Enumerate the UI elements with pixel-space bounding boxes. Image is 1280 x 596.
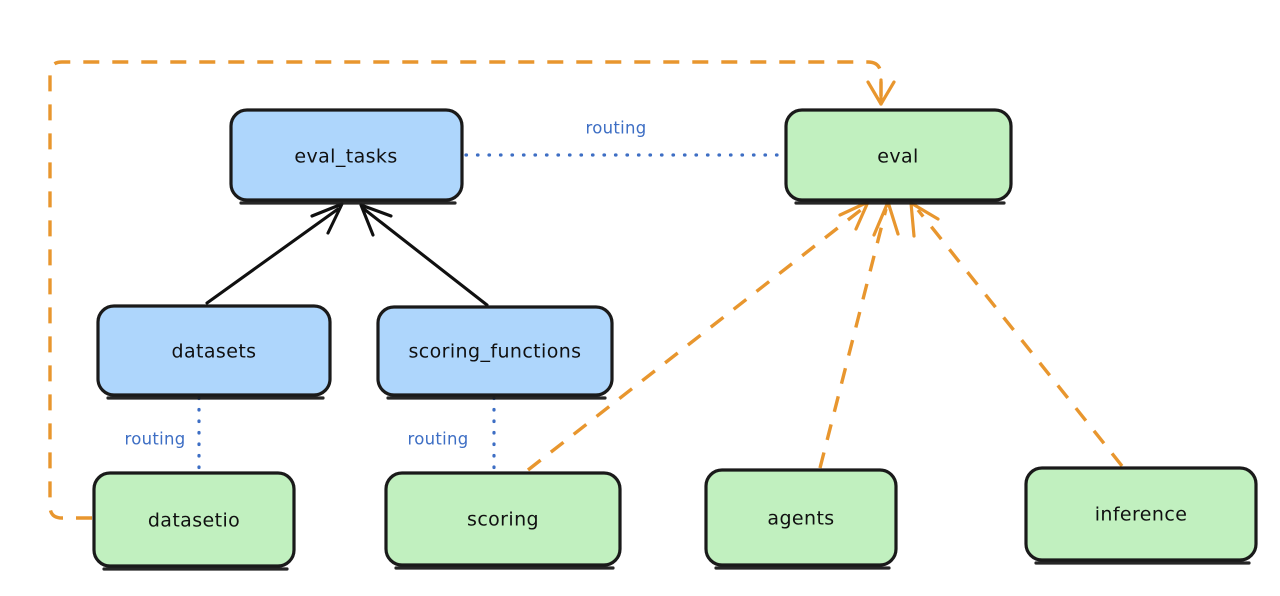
node-datasets-label: datasets [172,341,257,363]
edge-agents-to-eval-arrowhead [872,200,900,237]
node-agents[interactable]: agents [704,468,898,570]
edge-agents-to-eval-line [818,208,888,469]
edge-scoring-functions-to-eval-tasks-arrowhead [359,203,393,237]
edge-datasetio-to-eval[interactable] [48,60,896,520]
node-inference-label: inference [1095,504,1188,526]
node-eval-tasks[interactable]: eval_tasks [229,108,464,205]
node-scoring-label: scoring [467,509,539,531]
routing-edges [197,153,784,472]
composition-edges [205,202,489,307]
node-eval-box [784,108,1013,202]
edge-label-routing-datasets-datasetio: routing [124,430,185,449]
node-scoring-functions[interactable]: scoring_functions [376,305,614,400]
node-eval-label: eval [877,146,918,168]
edge-label-routing-scoring-functions-scoring: routing [407,430,468,449]
node-scoring-functions-box [376,305,614,397]
node-datasets[interactable]: datasets [96,304,332,400]
node-inference-box [1024,466,1258,562]
edge-datasets-to-eval-tasks[interactable] [205,202,344,305]
node-eval-tasks-label: eval_tasks [294,146,397,168]
node-scoring-functions-label: scoring_functions [409,341,582,363]
edge-datasets-to-eval-tasks-line [205,207,340,305]
node-datasetio[interactable]: datasetio [92,471,296,571]
edge-scoring-to-eval-line [526,207,864,472]
edge-label-routing-eval-tasks-eval: routing [585,119,646,138]
node-agents-box [704,468,898,567]
node-scoring-box [384,471,622,567]
edge-agents-to-eval[interactable] [818,200,900,469]
node-agents-label: agents [767,508,834,530]
node-datasets-box [96,304,332,397]
node-datasetio-box [92,471,296,568]
node-eval-tasks-box [229,108,464,202]
edge-inference-to-eval[interactable] [909,201,1124,468]
node-scoring[interactable]: scoring [384,471,622,570]
node-eval[interactable]: eval [784,108,1013,205]
node-datasetio-label: datasetio [148,510,240,532]
node-inference[interactable]: inference [1024,466,1258,565]
edge-datasetio-to-eval-line [48,60,883,520]
edge-scoring-functions-to-eval-tasks-line [362,207,489,307]
edge-inference-to-eval-line [916,208,1124,468]
edge-labels: routing routing routing [124,119,646,449]
edge-scoring-functions-to-eval-tasks[interactable] [359,203,489,307]
